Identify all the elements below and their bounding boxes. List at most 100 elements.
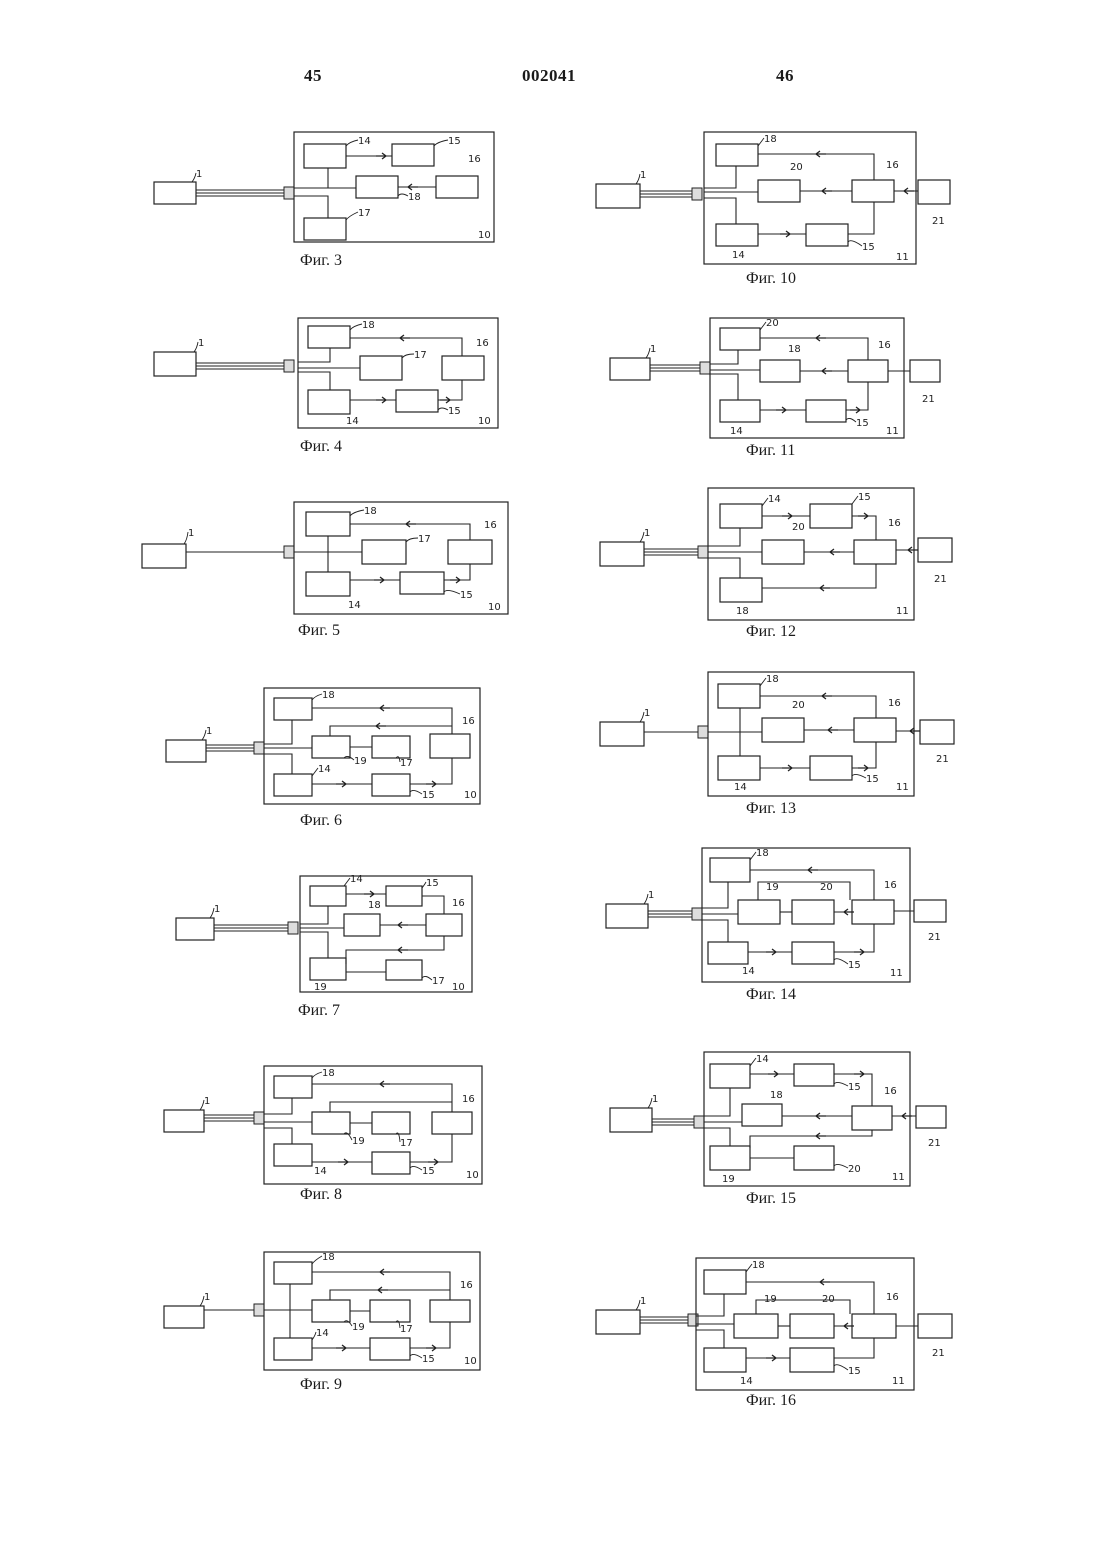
label-18: 18 [770, 1090, 783, 1101]
signal-line [264, 720, 292, 744]
signal-line [702, 882, 728, 908]
connector-block [254, 1304, 264, 1316]
signal-line [760, 696, 876, 718]
label-19: 19 [352, 1136, 365, 1147]
label-14-leader [346, 140, 358, 146]
signal-line [300, 932, 328, 958]
figure-fig12: 111141520162118Фиг. 12 [596, 486, 956, 647]
signal-line [704, 1088, 730, 1116]
block-21 [914, 900, 946, 922]
block-1 [154, 352, 196, 376]
signal-line [710, 350, 738, 364]
label-15: 15 [848, 960, 861, 971]
arrow-icon [822, 368, 832, 374]
label-17: 17 [400, 1138, 413, 1149]
arrow-icon [816, 335, 826, 341]
connector-block [284, 360, 294, 372]
label-16: 16 [888, 518, 901, 529]
connector-block [254, 742, 264, 754]
label-14: 14 [732, 250, 745, 261]
label-1: 1 [640, 1296, 646, 1307]
label-18-leader [312, 694, 322, 700]
diagram-fig13: 111182016211415 [596, 670, 956, 800]
signal-line [312, 708, 452, 734]
signal-line [848, 202, 874, 234]
block-20 [762, 540, 804, 564]
connector-block [692, 908, 702, 920]
block-16 [442, 356, 484, 380]
block-14 [274, 774, 312, 796]
block-18 [274, 1076, 312, 1098]
block-19 [738, 900, 780, 924]
label-15-leader [410, 790, 422, 794]
block-15 [396, 390, 438, 412]
block-1 [596, 1310, 640, 1334]
block-21 [910, 360, 940, 382]
block-18 [720, 578, 762, 602]
figure-caption: Фиг. 15 [746, 1190, 796, 1208]
label-18: 18 [364, 506, 377, 517]
label-21: 21 [936, 754, 949, 765]
arrow-icon [820, 1279, 830, 1285]
label-15: 15 [858, 492, 871, 503]
label-15: 15 [422, 1166, 435, 1177]
signal-line [312, 1272, 450, 1300]
label-1: 1 [652, 1094, 658, 1105]
connector-block [700, 362, 710, 374]
page-number-left: 45 [304, 66, 322, 86]
signal-line [410, 1134, 452, 1162]
block-1 [610, 358, 650, 380]
block-18 [718, 684, 760, 708]
block-14 [710, 1064, 750, 1088]
arrow-icon [854, 949, 864, 955]
arrow-icon [782, 513, 792, 519]
arrow-icon [380, 1081, 390, 1087]
diagram-fig7: 110141518161917 [172, 872, 482, 1002]
block-18 [274, 1262, 312, 1284]
block-1 [606, 904, 648, 928]
housing-11 [708, 488, 914, 620]
label-19: 19 [354, 756, 367, 767]
diagram-fig9: 110181917161415 [160, 1250, 490, 1376]
label-10: 10 [488, 602, 501, 613]
block-17 [362, 540, 406, 564]
signal-line [294, 196, 328, 218]
block-14 [720, 504, 762, 528]
block-20 [794, 1146, 834, 1170]
label-17: 17 [432, 976, 445, 987]
label-16: 16 [460, 1280, 473, 1291]
arrow-icon [808, 867, 818, 873]
housing-10 [264, 1252, 480, 1370]
connector-block [284, 546, 294, 558]
signal-line [760, 338, 868, 360]
label-18: 18 [756, 848, 769, 859]
signal-line [264, 754, 292, 774]
label-18: 18 [788, 344, 801, 355]
label-11: 11 [892, 1376, 905, 1387]
arrow-icon [766, 1355, 776, 1361]
figure-fig16: 11118192016211415Фиг. 16 [592, 1256, 957, 1416]
label-17: 17 [400, 1324, 413, 1335]
label-16: 16 [468, 154, 481, 165]
block-15 [810, 756, 852, 780]
label-15: 15 [856, 418, 869, 429]
block-15 [794, 1064, 834, 1086]
block-20 [720, 328, 760, 350]
signal-line [834, 1338, 874, 1358]
figure-caption: Фиг. 4 [300, 438, 342, 456]
housing-10 [294, 502, 508, 614]
arrow-icon [858, 513, 868, 519]
label-14: 14 [730, 426, 743, 437]
block-14 [306, 572, 350, 596]
block-14 [274, 1144, 312, 1166]
label-21: 21 [928, 932, 941, 943]
arrow-icon [780, 231, 790, 237]
figure-fig15: 11114151816211920Фиг. 15 [606, 1050, 951, 1214]
signal-line [696, 1294, 724, 1316]
block-21 [918, 180, 950, 204]
label-15: 15 [422, 790, 435, 801]
block-15 [810, 504, 852, 528]
figure-fig7: 110141518161917Фиг. 7 [172, 872, 482, 1026]
diagram-fig4: 1101817161415 [150, 316, 520, 438]
block-15 [386, 886, 422, 906]
